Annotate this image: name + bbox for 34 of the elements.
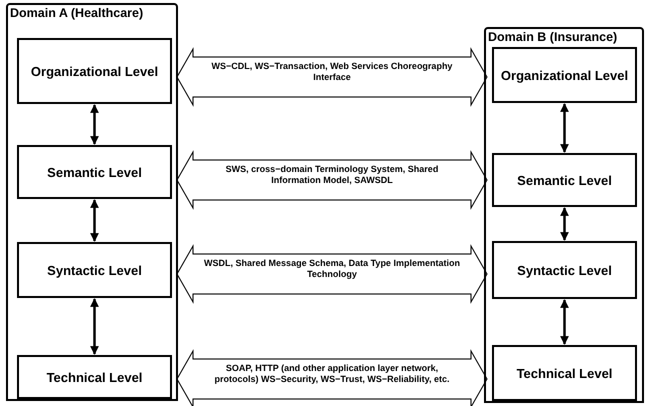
level-box bbox=[17, 38, 172, 104]
level-label: Syntactic Level bbox=[517, 262, 612, 278]
double-arrow bbox=[90, 199, 99, 242]
level-box bbox=[492, 241, 637, 299]
level-box bbox=[492, 47, 637, 103]
level-label: Technical Level bbox=[46, 370, 142, 384]
double-arrow bbox=[90, 298, 99, 355]
block-arrow bbox=[176, 349, 488, 406]
double-arrow bbox=[90, 104, 99, 145]
double-arrow bbox=[560, 207, 569, 241]
level-label: Syntactic Level bbox=[47, 262, 142, 278]
edge-label: WS−CDL, WS−Transaction, Web Services Choreography Interface bbox=[210, 61, 454, 83]
level-label: Organizational Level bbox=[30, 64, 158, 78]
double-arrow bbox=[560, 299, 569, 345]
level-box bbox=[17, 355, 172, 399]
block-arrow bbox=[176, 47, 488, 107]
edge-label: WSDL, Shared Message Schema, Data Type Implementation Technology bbox=[203, 258, 461, 280]
level-label: Technical Level bbox=[516, 366, 612, 380]
level-box bbox=[17, 242, 172, 298]
block-arrow bbox=[176, 150, 488, 210]
level-box bbox=[492, 345, 637, 401]
level-box bbox=[17, 145, 172, 199]
level-label: Semantic Level bbox=[517, 172, 612, 188]
block-arrow bbox=[176, 244, 488, 304]
double-arrow bbox=[560, 103, 569, 153]
edge-label: SWS, cross−domain Terminology System, Shared Information Model, SAWSDL bbox=[224, 164, 440, 186]
edge-label: SOAP, HTTP (and other application layer network, protocols) WS−Security, WS−Trust, WS−Reliability, etc. bbox=[214, 363, 450, 385]
level-label: Semantic Level bbox=[47, 164, 142, 180]
panel-title: Domain A (Healthcare) bbox=[10, 6, 144, 20]
panel-title: Domain B (Insurance) bbox=[488, 30, 618, 44]
domain-panel bbox=[6, 3, 178, 401]
domain-panel bbox=[484, 27, 644, 403]
level-label: Organizational Level bbox=[500, 68, 628, 82]
level-box bbox=[492, 153, 637, 207]
